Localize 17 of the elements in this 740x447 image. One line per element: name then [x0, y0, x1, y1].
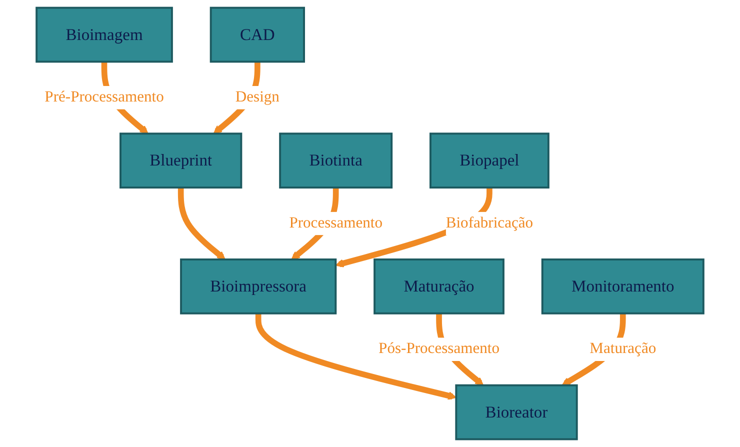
node-box: Biotinta [279, 132, 393, 189]
edge-label: Processamento [289, 214, 382, 232]
node-box: Biopapel [430, 132, 550, 189]
edge-label: Biofabricação [446, 214, 534, 232]
arrow [178, 188, 226, 260]
node-box: CAD [210, 6, 305, 63]
node-box: Bioimagem [36, 6, 173, 63]
node-box: Blueprint [120, 132, 242, 189]
node-box: Bioreator [455, 384, 578, 440]
edge-label: Maturação [590, 340, 656, 358]
node-box: Monitoramento [541, 258, 704, 314]
edge-label: Pós-Processamento [378, 340, 500, 358]
node-box: Bioimpressora [180, 258, 337, 314]
edge-label: Design [235, 88, 280, 106]
arrow [255, 313, 457, 400]
edge-label: Pré-Processamento [44, 88, 164, 106]
node-box: Maturação [374, 258, 504, 314]
